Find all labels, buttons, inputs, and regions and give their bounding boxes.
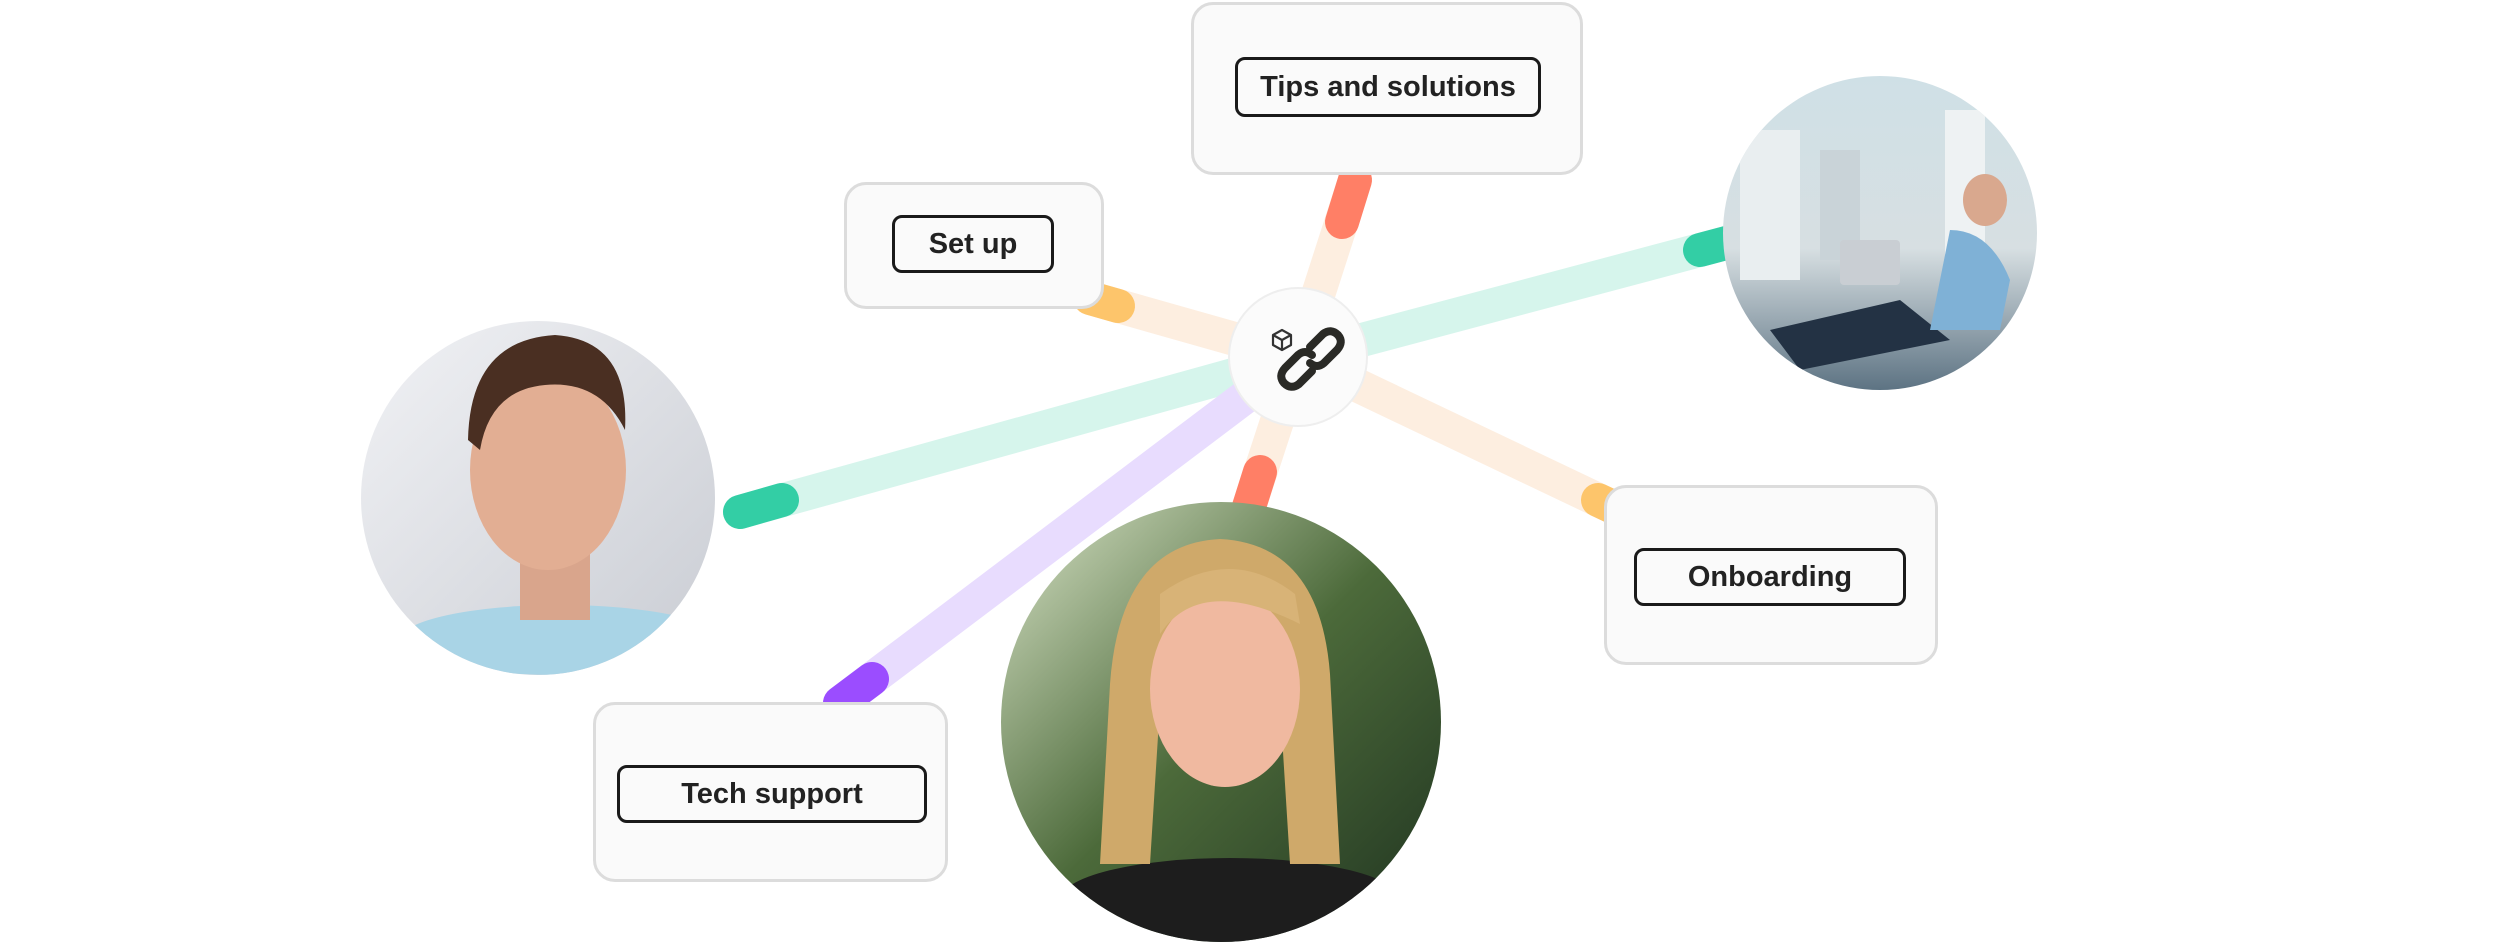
line-to-right-person bbox=[1281, 221, 1762, 374]
cap-tips bbox=[1325, 163, 1372, 239]
person-photo-laptop bbox=[1723, 76, 2037, 390]
cap-left-person bbox=[723, 483, 799, 529]
person-photo-woman bbox=[1001, 502, 1441, 942]
setup-button[interactable]: Set up bbox=[892, 215, 1054, 273]
line-to-tech-support bbox=[823, 340, 1315, 720]
onboarding-button[interactable]: Onboarding bbox=[1634, 548, 1906, 606]
line-to-left-person bbox=[723, 340, 1315, 529]
link-icon bbox=[1277, 327, 1345, 391]
hub-circle bbox=[1228, 287, 1368, 427]
tips-button[interactable]: Tips and solutions bbox=[1235, 57, 1541, 117]
cube-icon bbox=[1271, 328, 1293, 352]
person-photo-left bbox=[361, 321, 715, 675]
cap-woman bbox=[1231, 455, 1277, 527]
cap-tech-support bbox=[823, 662, 889, 720]
tech-support-button[interactable]: Tech support bbox=[617, 765, 927, 823]
